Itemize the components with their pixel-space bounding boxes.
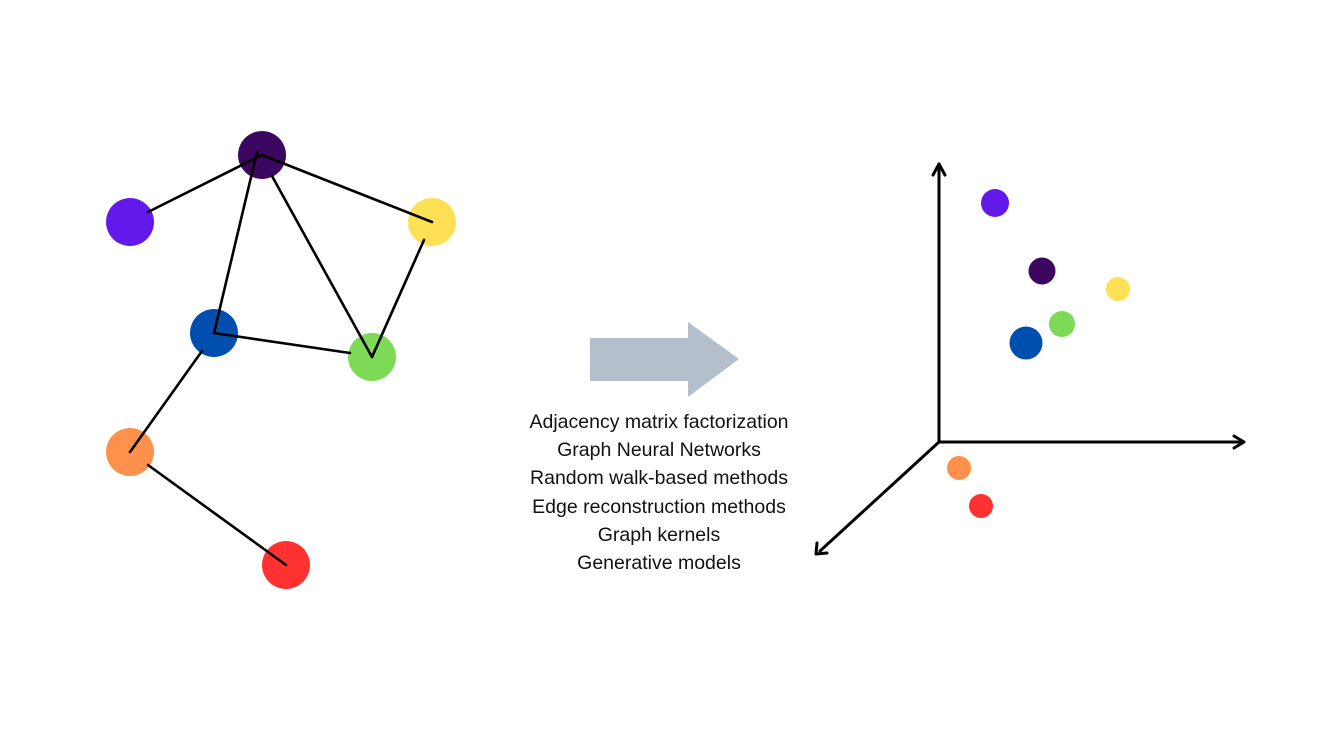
graph-edge-purple-dark-purple [146,153,264,214]
embedding-points [947,189,1130,518]
embedding-point-dark-purple [1028,257,1056,285]
right-arrow-icon [590,322,739,397]
method-item-gnn: Graph Neural Networks [557,439,761,462]
method-item-generative-models: Generative models [577,552,741,575]
embedding-point-green [1049,311,1075,337]
graph-nodes [106,131,456,589]
x-axis-arrowhead-icon [1232,434,1246,450]
method-item-edge-reconstruction: Edge reconstruction methods [532,495,786,518]
graph-edge-blue-orange [128,349,204,454]
method-item-random-walk: Random walk-based methods [530,467,788,490]
graph-edges [128,150,434,567]
graph-edge-orange-red [146,463,288,567]
embedding-point-purple [981,189,1009,217]
graph-edge-yellow-green [370,238,426,359]
graph-edge-dark-purple-yellow [260,153,434,224]
embedding-z-axis [818,440,941,553]
embedding-point-blue [1009,326,1043,360]
z-axis-arrowhead-icon [814,541,829,556]
y-axis-arrowhead-icon [931,162,947,177]
method-item-graph-kernels: Graph kernels [597,523,721,546]
method-item-matrix-factorization: Adjacency matrix factorization [529,411,789,433]
transform-arrow-shape [590,322,739,397]
graph-node-purple [106,198,154,246]
embedding-point-orange [947,456,971,480]
embedding-point-yellow [1106,277,1130,301]
embedding-point-red [969,494,993,518]
method-list: Adjacency matrix factorization Graph Neu… [489,408,829,577]
graph-edge-dark-purple-blue [212,150,259,335]
embedding-axes [814,162,1246,556]
graph-edge-blue-green [212,331,352,355]
graph-edge-dark-purple-green [270,174,374,359]
